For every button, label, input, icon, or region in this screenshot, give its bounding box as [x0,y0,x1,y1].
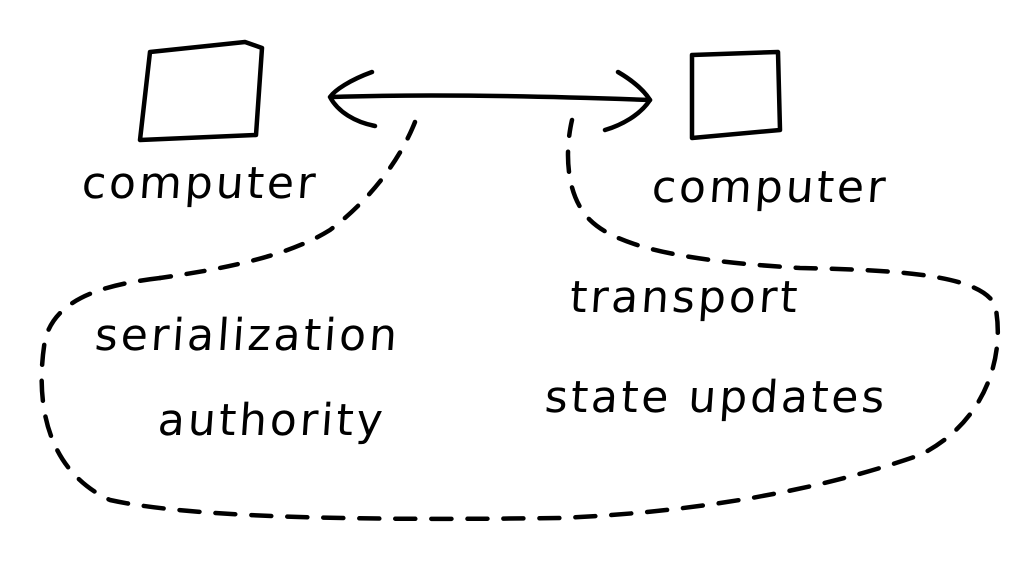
right-computer-box [689,49,783,141]
right-arrowhead [602,69,653,133]
connection-arrow-shaft [329,93,653,103]
left-computer-box [137,39,265,143]
left-arrowhead [327,69,378,129]
concern-serialization: serialization [93,310,402,361]
left-link-dashed [157,119,418,281]
concern-authority: authority [156,395,388,446]
concern-transport: transport [568,272,803,323]
left-computer-label: computer [80,158,320,209]
concern-state-updates: state updates [543,372,890,423]
right-computer-label: computer [650,162,890,213]
grouping-loop-dashed [39,117,1000,522]
